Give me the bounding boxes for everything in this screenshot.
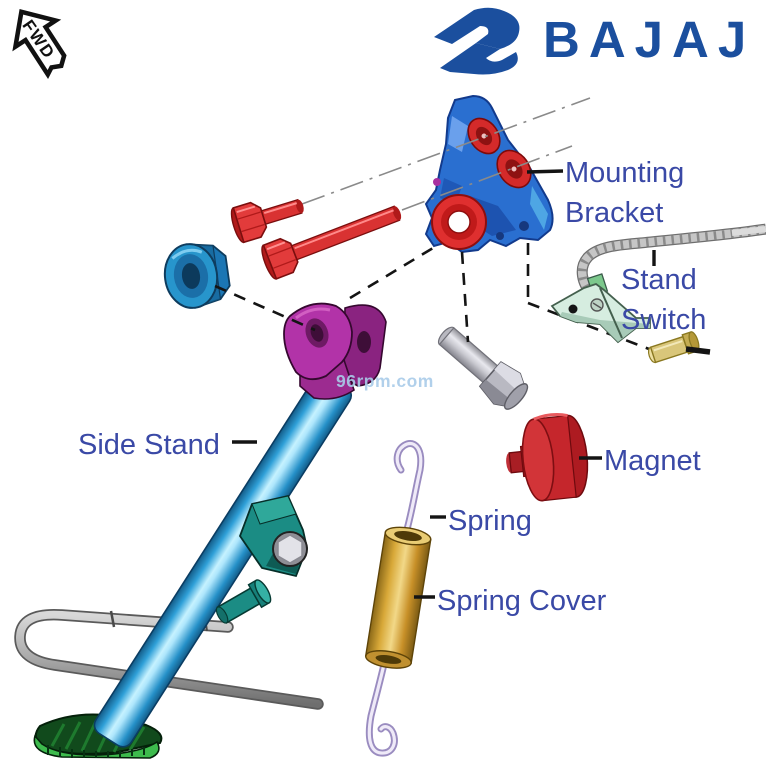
stand-foot-edge [33, 734, 160, 759]
assembly-lines [214, 243, 650, 351]
bracket-washer-top [467, 117, 501, 155]
bracket-dot [433, 178, 441, 186]
pin-slot-mark [685, 346, 711, 355]
bajaj-logo-icon [434, 7, 520, 75]
label-stand-switch: Stand Switch [621, 264, 707, 337]
label-side-stand: Side Stand [78, 429, 220, 461]
label-spring: Spring [448, 505, 532, 537]
bolt-centerlines [301, 97, 591, 211]
bolt-short [230, 198, 304, 244]
bolt-long [261, 205, 402, 280]
label-magnet: Magnet [604, 445, 701, 477]
watermark: 96rpm.com [336, 371, 434, 391]
stand-switch-part [550, 273, 651, 344]
bajaj-wordmark: BAJAJ [543, 11, 755, 68]
label-mounting-bracket: Mounting Bracket [565, 157, 685, 230]
assembly-line-bracket-bolt [460, 251, 470, 343]
leader-lines [232, 169, 656, 599]
magnet-part [506, 413, 589, 502]
mounting-bracket-part [424, 94, 554, 254]
spring-cover-part [364, 526, 432, 669]
assembly-line-clevis-bracket [349, 243, 439, 300]
switch-hole [568, 304, 578, 314]
bracket-washer-mid [496, 149, 532, 189]
bracket-bush [431, 194, 487, 250]
spring-part [365, 440, 425, 757]
switch-cable [576, 223, 766, 298]
spring-anchor-clamp [238, 494, 308, 578]
assembly-line-nut-clevis [214, 284, 316, 332]
label-spring-cover: Spring Cover [437, 585, 607, 617]
hex-bolt [437, 326, 529, 410]
stopper-peg [215, 579, 272, 624]
assembly-line-switch-pin [527, 301, 650, 351]
flange-nut [163, 243, 231, 309]
leader-mounting-bracket [526, 169, 564, 174]
fwd-arrow-icon: FWD [12, 9, 67, 80]
